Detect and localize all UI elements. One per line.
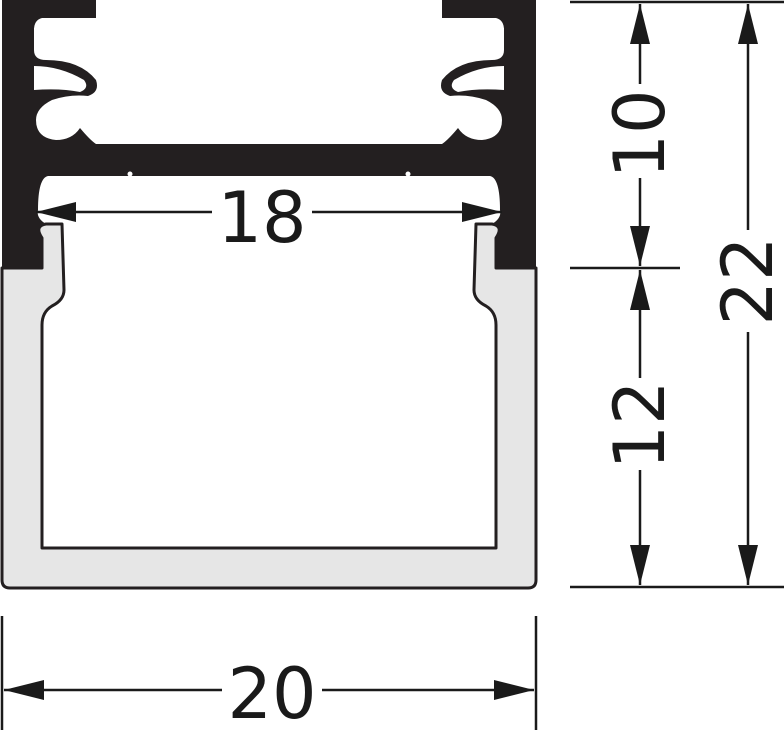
profile-slot-right [458, 28, 504, 47]
dimension-overall-height: 22 [707, 4, 784, 585]
dim-18-label: 18 [217, 177, 306, 259]
dimension-lower-height: 12 [599, 270, 681, 585]
profile-lower-slot-right [451, 66, 504, 92]
dimension-inner-width: 18 [36, 177, 502, 259]
dim-10-label: 10 [599, 89, 681, 178]
profile-lower-slot-left [34, 66, 87, 92]
dim-20-label: 20 [227, 653, 316, 730]
profile-groove-left [40, 104, 74, 134]
profile-groove-right [464, 104, 498, 134]
dim-22-label: 22 [707, 236, 784, 325]
dimension-overall-width: 20 [0, 616, 538, 730]
profile-slot-left [34, 28, 80, 47]
diffuser-cover [0, 222, 538, 590]
dimension-upper-height: 10 [599, 4, 681, 266]
dim-12-label: 12 [599, 380, 681, 469]
channel-mark-right [405, 171, 411, 177]
channel-mark-left [127, 171, 133, 177]
